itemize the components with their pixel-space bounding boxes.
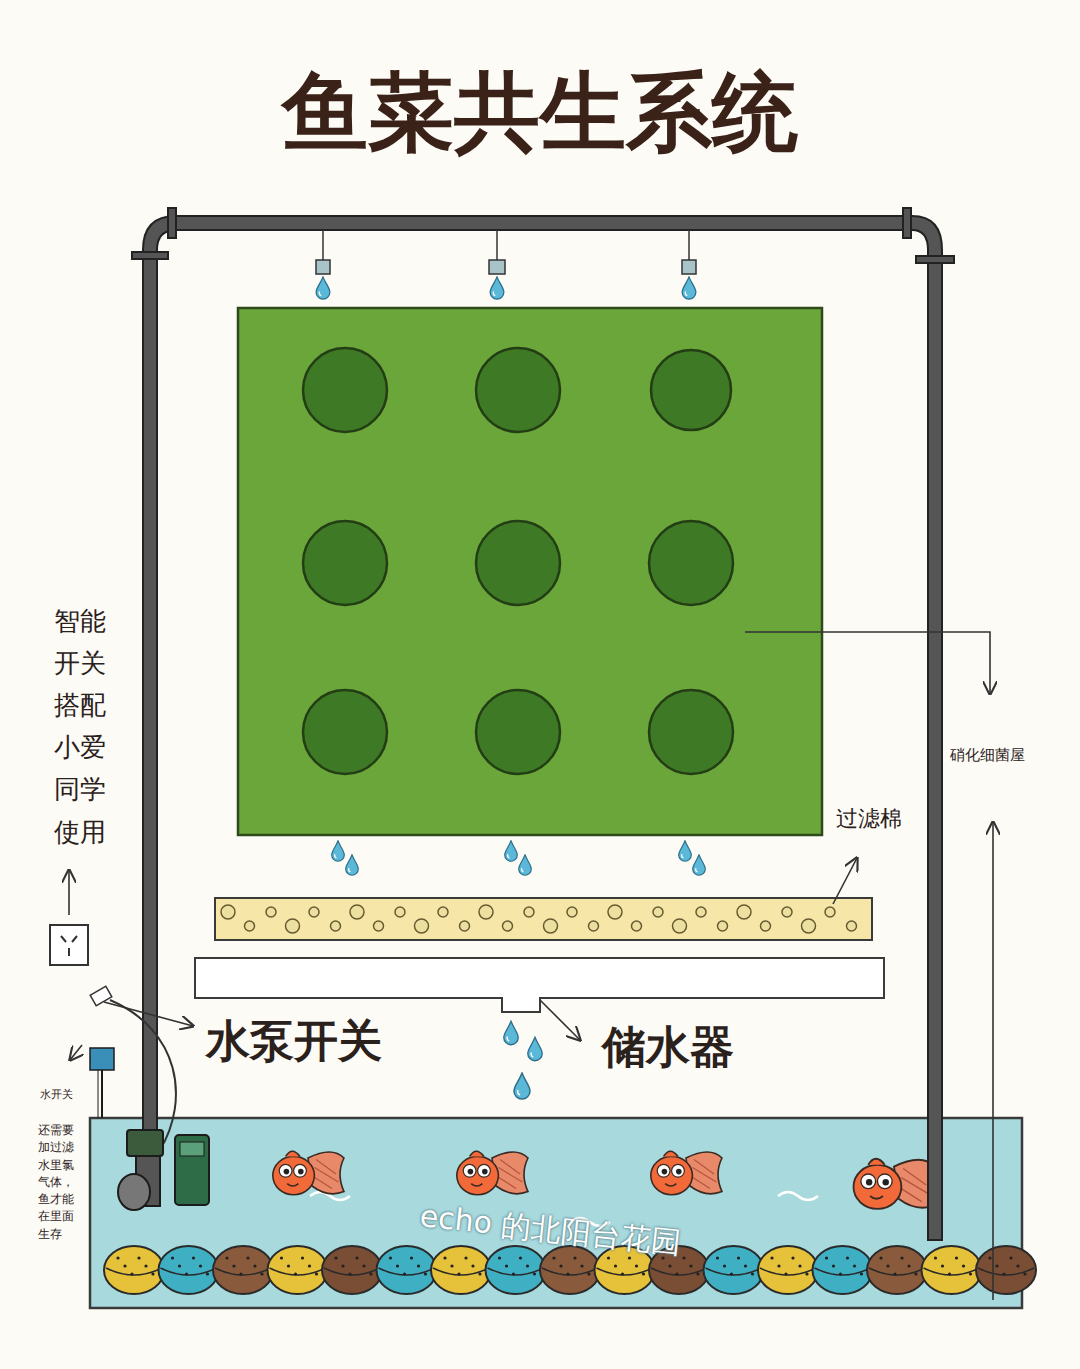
side-note: 还需要加过滤水里氯气体，鱼才能在里面生存 <box>38 1122 75 1243</box>
part-label: 水开关 <box>40 1087 73 1102</box>
vertical-note: 智能开关搭配小爱同学使用 <box>54 600 109 853</box>
part-label: 储水器 <box>602 1018 734 1077</box>
part-label: 水泵开关 <box>206 1012 382 1071</box>
title: 鱼菜共生系统 <box>0 55 1080 172</box>
part-label: 过滤棉 <box>836 804 902 834</box>
part-label: 硝化细菌屋 <box>950 746 1025 765</box>
